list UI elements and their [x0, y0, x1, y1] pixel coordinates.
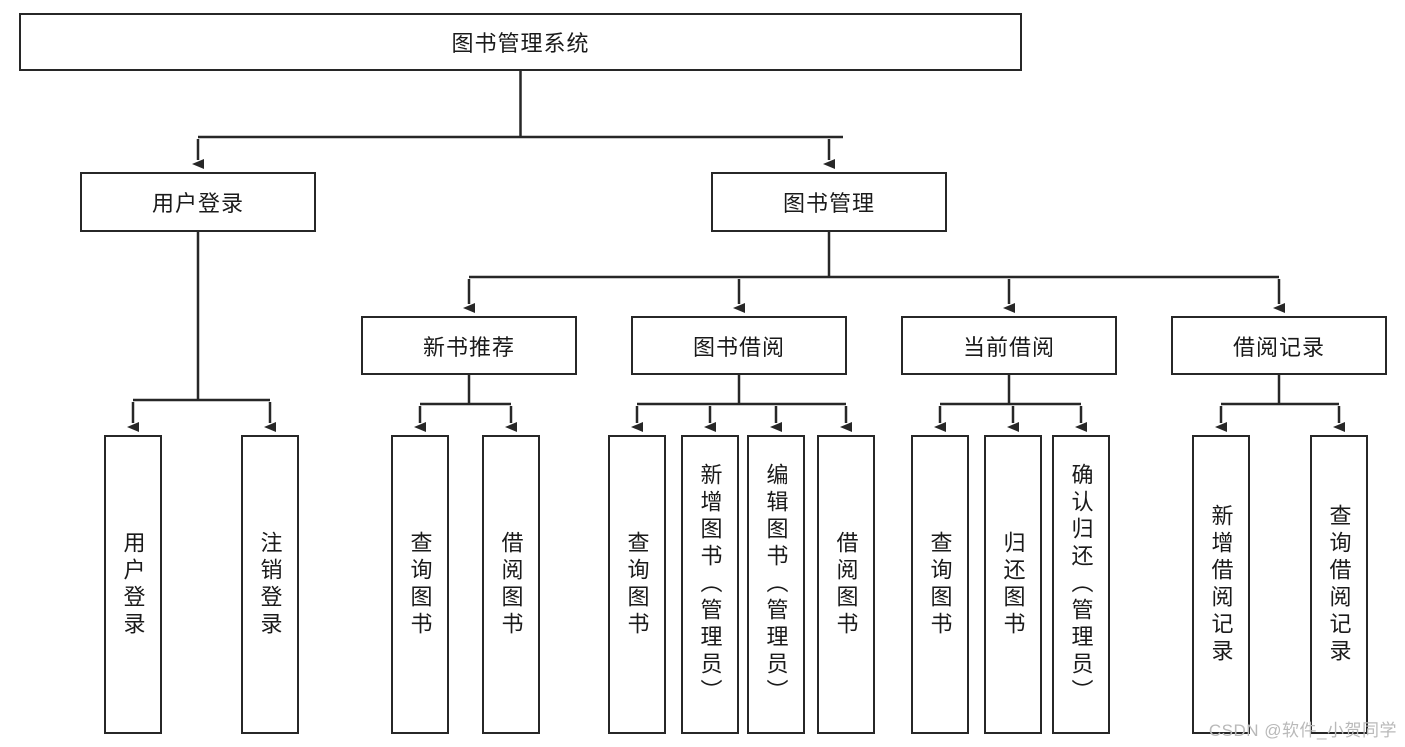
leaf-node[interactable]: 注销登录 — [241, 435, 299, 734]
leaf-node[interactable]: 查询图书 — [911, 435, 969, 734]
node-book-borrow[interactable]: 图书借阅 — [631, 316, 847, 375]
leaf-node[interactable]: 编辑图书（管理员） — [747, 435, 805, 734]
node-user-login[interactable]: 用户登录 — [80, 172, 316, 232]
leaf-node[interactable]: 确认归还（管理员） — [1052, 435, 1110, 734]
leaf-node[interactable]: 新增图书（管理员） — [681, 435, 739, 734]
node-book-management[interactable]: 图书管理 — [711, 172, 947, 232]
leaf-node[interactable]: 查询图书 — [391, 435, 449, 734]
leaf-node[interactable]: 借阅图书 — [817, 435, 875, 734]
leaf-node[interactable]: 用户登录 — [104, 435, 162, 734]
node-current-borrow[interactable]: 当前借阅 — [901, 316, 1117, 375]
csdn-watermark: CSDN @软件_小贺同学 — [1208, 721, 1397, 740]
leaf-node[interactable]: 查询图书 — [608, 435, 666, 734]
node-root[interactable]: 图书管理系统 — [19, 13, 1022, 71]
node-borrow-record[interactable]: 借阅记录 — [1171, 316, 1387, 375]
leaf-node[interactable]: 新增借阅记录 — [1192, 435, 1250, 734]
node-new-book-recommend[interactable]: 新书推荐 — [361, 316, 577, 375]
leaf-node[interactable]: 借阅图书 — [482, 435, 540, 734]
leaf-node[interactable]: 归还图书 — [984, 435, 1042, 734]
leaf-node[interactable]: 查询借阅记录 — [1310, 435, 1368, 734]
